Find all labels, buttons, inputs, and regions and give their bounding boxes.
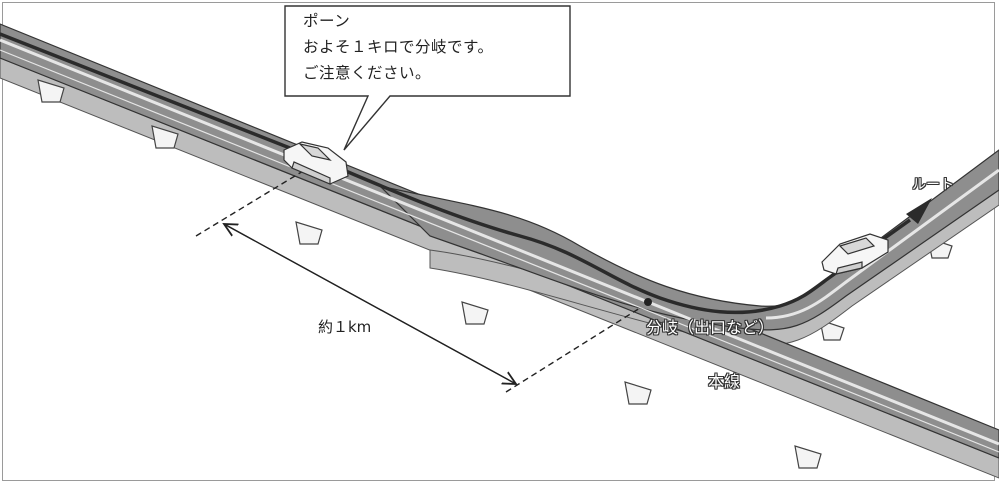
route-line: [0, 32, 912, 315]
car-on-branch-road: [821, 233, 889, 275]
callout-bubble: [284, 5, 571, 151]
main-road-edge: [0, 38, 999, 446]
distance-start-dashline: [195, 161, 319, 237]
junction-label: 分岐（出口など）: [646, 318, 775, 337]
main-road-lane-line: [0, 49, 999, 453]
callout-message: およそ１キロで分岐です。: [303, 38, 494, 56]
distance-label: 約１km: [318, 318, 372, 336]
callout-sound: ポーン: [303, 12, 351, 30]
car-on-main-road: [283, 141, 349, 185]
route-arrow: [906, 198, 932, 224]
route-label: ルート: [912, 177, 954, 193]
callout-caution: ご注意ください。: [303, 64, 432, 82]
mainline-label: 本線: [708, 372, 741, 391]
callout-text: ポーン およそ１キロで分岐です。 ご注意ください。: [303, 8, 493, 86]
distance-end-dashline: [505, 307, 641, 393]
branch-road-edge: [765, 168, 999, 320]
road-pillars: [37, 79, 953, 469]
distance-arrow-back: [224, 224, 517, 385]
junction-dot: [644, 298, 652, 306]
